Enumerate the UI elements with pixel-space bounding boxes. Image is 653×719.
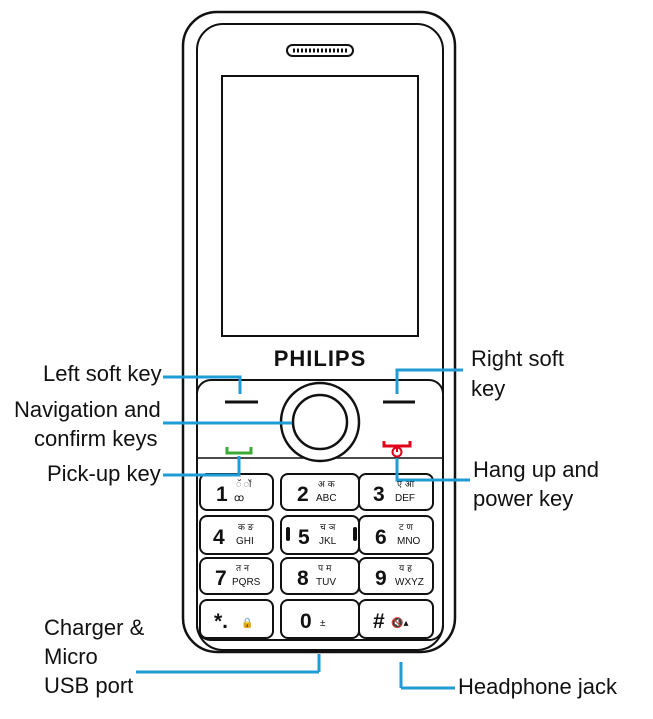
label-right-soft-key-line2: key xyxy=(471,376,505,401)
key-4-deva: क ङ xyxy=(238,523,254,533)
key-6-digit: 6 xyxy=(375,526,387,549)
silent-icon: 🔇▴ xyxy=(391,616,408,629)
key-3[interactable]: 3 ए ओ DEF xyxy=(358,473,434,511)
key-5-deva: च ञ xyxy=(320,523,336,533)
label-hangup-line2: power key xyxy=(473,486,573,511)
key-2-digit: 2 xyxy=(297,483,309,506)
label-navigation-line1: Navigation and xyxy=(14,397,161,422)
brand-logo: PHILIPS xyxy=(274,346,367,371)
label-charger-line1: Charger & xyxy=(44,615,145,640)
key-hash-symbol: # xyxy=(373,610,385,633)
key-7[interactable]: 7 त न PQRS xyxy=(199,557,274,595)
key-6[interactable]: 6 ट ण MNO xyxy=(358,515,434,555)
key-6-sub: MNO xyxy=(397,536,421,547)
pickup-phone-icon[interactable] xyxy=(225,447,253,455)
key-3-digit: 3 xyxy=(373,483,385,506)
key-5-digit: 5 xyxy=(298,526,310,549)
lock-icon: 🔒 xyxy=(241,617,253,629)
leader-right-soft-key xyxy=(395,368,463,394)
key-8[interactable]: 8 प म TUV xyxy=(280,557,360,595)
key-7-sub: PQRS xyxy=(232,577,261,588)
key-1[interactable]: 1 ॅ ॉ ꝏ xyxy=(199,473,274,511)
label-pickup-key: Pick-up key xyxy=(47,461,161,486)
confirm-key[interactable] xyxy=(291,393,349,451)
key-5-tactile-dot xyxy=(286,527,290,541)
label-hangup-line1: Hang up and xyxy=(473,457,599,482)
display-screen xyxy=(221,75,419,337)
key-hash[interactable]: # 🔇▴ xyxy=(358,599,434,639)
key-star-symbol: *. xyxy=(214,610,228,633)
key-4-digit: 4 xyxy=(213,526,225,549)
keypad-frame xyxy=(196,379,444,641)
label-charger-line3: USB port xyxy=(44,673,133,698)
label-left-soft-key: Left soft key xyxy=(43,361,162,386)
key-0[interactable]: 0 ± xyxy=(280,599,360,639)
leader-left-soft-key xyxy=(163,375,242,394)
key-7-digit: 7 xyxy=(215,567,227,590)
key-9-sub: WXYZ xyxy=(395,577,424,588)
label-right-soft-key-line1: Right soft xyxy=(471,346,564,371)
earpiece-grille-icon xyxy=(286,44,354,57)
key-6-deva: ट ण xyxy=(399,523,413,533)
key-1-deva: ॅ ॉ xyxy=(236,479,252,490)
key-0-digit: 0 xyxy=(300,610,312,633)
label-navigation-line2: confirm keys xyxy=(34,426,157,451)
key-5-tactile-dot-right xyxy=(353,527,357,541)
label-charger-line2: Micro xyxy=(44,644,98,669)
key-9[interactable]: 9 य ह WXYZ xyxy=(358,557,434,595)
key-5[interactable]: 5 च ञ JKL xyxy=(280,515,360,555)
key-4[interactable]: 4 क ङ GHI xyxy=(199,515,274,555)
key-3-sub: DEF xyxy=(395,493,415,504)
key-1-digit: 1 xyxy=(216,483,228,506)
key-2-deva: अ क xyxy=(318,480,336,490)
key-8-deva: प म xyxy=(318,564,332,574)
key-8-sub: TUV xyxy=(316,577,336,588)
leader-pickup xyxy=(163,456,241,477)
key-2-sub: ABC xyxy=(316,493,337,504)
key-9-deva: य ह xyxy=(399,564,412,574)
key-0-sub: ± xyxy=(320,618,326,629)
key-7-deva: त न xyxy=(236,564,250,574)
key-9-digit: 9 xyxy=(375,567,387,590)
hangup-power-icon[interactable] xyxy=(382,441,412,458)
key-5-sub: JKL xyxy=(319,536,337,547)
key-2[interactable]: 2 अ क ABC xyxy=(280,473,360,511)
phone-body-inner xyxy=(196,23,444,651)
leader-hangup xyxy=(395,458,470,482)
key-8-digit: 8 xyxy=(297,567,309,590)
label-headphone-jack: Headphone jack xyxy=(458,674,618,699)
key-star[interactable]: *. 🔒 xyxy=(199,599,274,639)
key-1-sub: ꝏ xyxy=(234,493,244,504)
key-4-sub: GHI xyxy=(236,536,254,547)
